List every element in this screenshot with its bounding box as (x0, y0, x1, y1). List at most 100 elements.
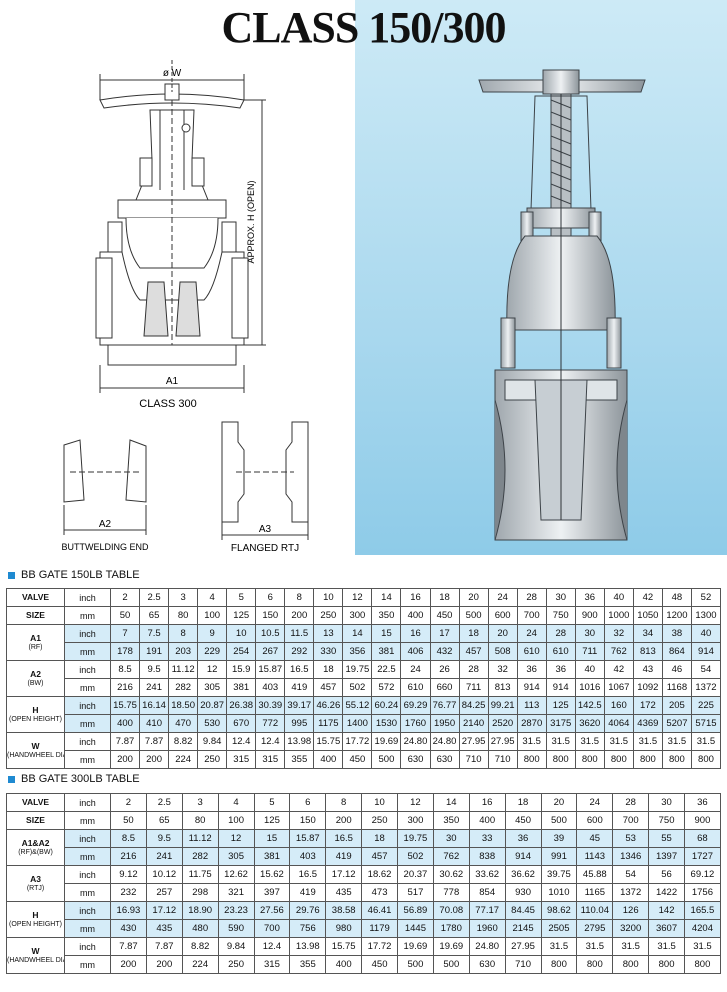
table-cell: 19.69 (432, 937, 470, 956)
table-cell: 500 (397, 955, 434, 974)
table-cell: 16 (400, 588, 431, 607)
table-cell: 54 (690, 660, 721, 679)
table-cell: 406 (400, 642, 431, 661)
table-cell: 300 (342, 606, 373, 625)
unit-cell: mm (64, 750, 111, 769)
table-cell: 2795 (576, 919, 614, 938)
table-cell: 450 (361, 955, 398, 974)
table-cell: 670 (226, 714, 257, 733)
table-cell: 772 (255, 714, 286, 733)
table-cell: 400 (400, 606, 431, 625)
table-cell: 1756 (684, 883, 721, 902)
bullet-square-icon (8, 571, 15, 579)
title-rating: 150/300 (368, 3, 506, 52)
table-cell: 800 (516, 750, 547, 769)
table-cell: 80 (181, 811, 219, 830)
row-label: SIZE (6, 811, 65, 830)
table-cell: 80 (168, 606, 199, 625)
unit-cell: inch (64, 901, 111, 920)
table-cell: 15 (253, 829, 291, 848)
table-cell: 12 (217, 829, 255, 848)
unit-cell: inch (64, 624, 111, 643)
table-cell: 457 (458, 642, 489, 661)
table-cell: 800 (540, 955, 578, 974)
table-cell: 800 (661, 750, 692, 769)
table-cell: 7 (109, 624, 141, 643)
unit-cell: inch (64, 732, 111, 751)
table-cell: 16.5 (325, 829, 363, 848)
table-cell: 200 (325, 811, 363, 830)
table-cell: 46.41 (361, 901, 398, 920)
table-cell: 19.75 (342, 660, 373, 679)
table-cell: 16 (468, 793, 506, 812)
table-cell: 397 (253, 883, 291, 902)
table-cell: 16.5 (284, 660, 315, 679)
table-cell: 18 (458, 624, 489, 643)
table-cell: 46.26 (313, 696, 344, 715)
row-label: A1(RF) (6, 624, 65, 661)
table-cell: 3 (168, 588, 199, 607)
table-cell: 20 (458, 588, 489, 607)
table-cell: 24.80 (429, 732, 460, 751)
table-cell: 45 (576, 829, 614, 848)
table-cell: 20.87 (197, 696, 228, 715)
table-cell: 350 (371, 606, 402, 625)
table-cell: 160 (603, 696, 634, 715)
table-cell: 16.14 (139, 696, 170, 715)
table-cell: 28 (612, 793, 650, 812)
table-cell: 126 (612, 901, 650, 920)
table-cell: 98.62 (540, 901, 578, 920)
table-cell: 267 (255, 642, 286, 661)
row-label-text: SIZE (26, 610, 45, 620)
table-cell: 14 (432, 793, 470, 812)
table-cell: 282 (181, 847, 219, 866)
table-cell: 241 (139, 678, 170, 697)
table-cell: 31.5 (516, 732, 547, 751)
table-cell: 31.5 (690, 732, 721, 751)
unit-cell: inch (64, 696, 111, 715)
table-cell: 205 (661, 696, 692, 715)
table-cell: 711 (574, 642, 605, 661)
table-cell: 610 (545, 642, 576, 661)
table-cell: 32 (603, 624, 634, 643)
table-cell: 1372 (612, 883, 650, 902)
table-cell: 150 (289, 811, 327, 830)
table-cell: 2145 (504, 919, 542, 938)
table-cell: 11.12 (168, 660, 199, 679)
table-cell: 1000 (603, 606, 634, 625)
table-cell: 20.37 (397, 865, 434, 884)
table-cell: 8.5 (110, 829, 147, 848)
unit-cell: inch (64, 588, 111, 607)
unit-cell: mm (64, 883, 111, 902)
row-label: H(OPEN HEIGHT) (6, 901, 65, 938)
table-cell: 457 (313, 678, 344, 697)
row-label-sub: (RF)&(BW) (18, 848, 53, 856)
table-cell: 500 (371, 750, 402, 769)
table-cell: 400 (325, 955, 363, 974)
buttwelding-label: BUTTWELDING END (61, 542, 149, 552)
table-cell: 225 (690, 696, 721, 715)
row-label: W(HANDWHEEL DIA.) (6, 732, 65, 769)
table-cell: 10 (361, 793, 398, 812)
table-cell: 1346 (612, 847, 650, 866)
table-cell: 500 (432, 955, 470, 974)
row-label-text: H (32, 704, 39, 715)
table-150-heading: BB GATE 150LB TABLE (8, 569, 140, 581)
table-cell: 3620 (574, 714, 605, 733)
table-cell: 191 (139, 642, 170, 661)
table-cell: 630 (400, 750, 431, 769)
table-cell: 39 (540, 829, 578, 848)
table-cell: 5715 (690, 714, 721, 733)
table-cell: 100 (217, 811, 255, 830)
table-cell: 8.82 (181, 937, 219, 956)
table-cell: 36 (545, 660, 576, 679)
table-cell: 200 (139, 750, 170, 769)
row-label-text: W (31, 945, 40, 956)
table-cell: 9.84 (217, 937, 255, 956)
table-cell: 800 (545, 750, 576, 769)
